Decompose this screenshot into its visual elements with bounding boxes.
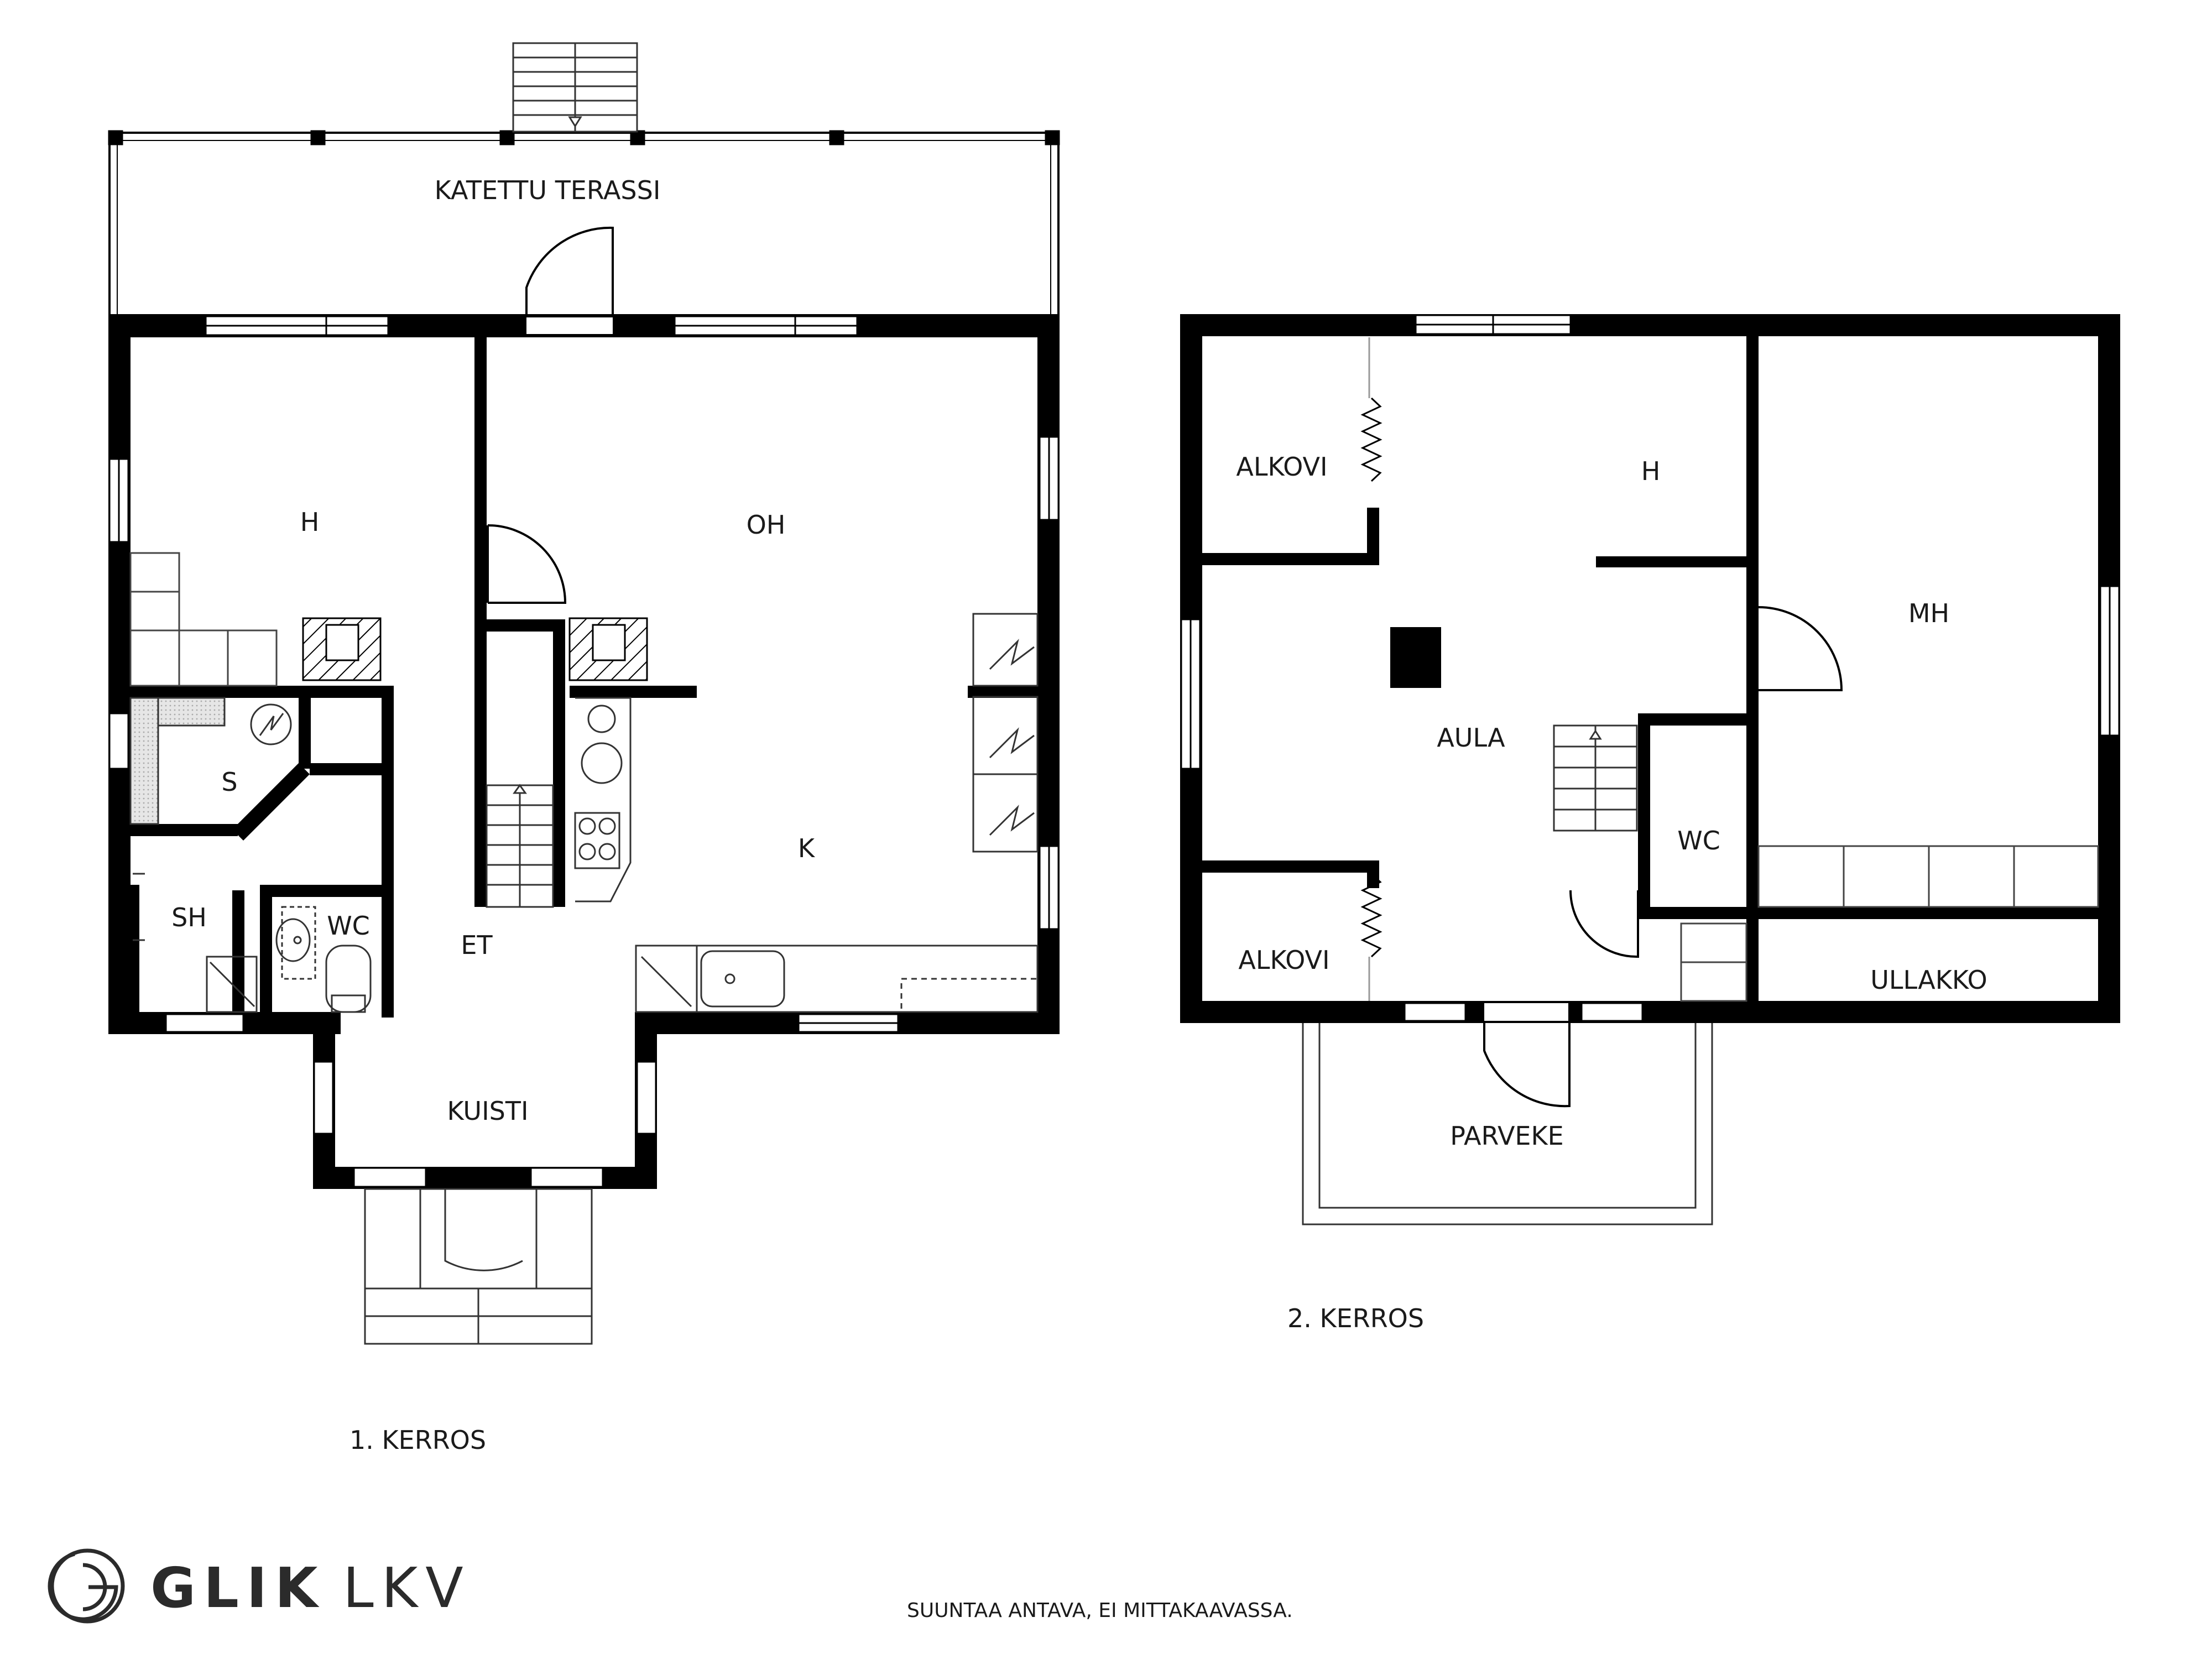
stairs-icon: [1553, 724, 1638, 832]
partition: [1360, 337, 1383, 1001]
floor-2-plan: ALKOVI H AULA MH WC ALKOVI ULLAKKO PARVE…: [1180, 314, 2120, 1333]
closet: [1680, 845, 2099, 1002]
room-label-lobby: AULA: [1437, 723, 1505, 753]
disclaimer-note: SUUNTAA ANTAVA, EI MITTAKAAVASSA.: [907, 1599, 1293, 1622]
closet: [129, 552, 278, 687]
brand-name-light: LKV: [343, 1556, 471, 1620]
brand-logo-icon: [48, 1548, 125, 1624]
brand-name-bold: GLIK: [150, 1556, 326, 1620]
floor-1-caption: 1. KERROS: [349, 1425, 486, 1455]
fireplace-icon: [302, 617, 648, 681]
room-label-alcove-bottom: ALKOVI: [1238, 945, 1329, 975]
stairs-icon: [486, 784, 554, 908]
sauna-area: [129, 697, 292, 825]
room-label-kitchen: K: [798, 833, 816, 863]
heater-icon: [972, 613, 1039, 853]
door-swing-icon: [1482, 606, 1843, 1108]
floor-2-caption: 2. KERROS: [1287, 1303, 1424, 1333]
floor-1-plan: KATETTU TERASSI H OH S SH WC ET K KUISTI…: [108, 42, 1060, 1455]
balcony-area: [1302, 1023, 1713, 1225]
room-label-terrace: KATETTU TERASSI: [435, 175, 661, 205]
stove-icon: [574, 697, 632, 902]
room-label-balcony: PARVEKE: [1450, 1121, 1563, 1151]
floor-1-walls: [108, 315, 1060, 1189]
door-swing-icon: [524, 226, 615, 336]
room-label-bathroom: SH: [171, 902, 207, 932]
terrace-area: [108, 130, 1060, 316]
room-label-hall: ET: [461, 930, 493, 960]
room-label-alcove-top: ALKOVI: [1236, 452, 1327, 482]
room-label-master: MH: [1908, 598, 1949, 628]
room-label-bedroom: H: [300, 507, 320, 537]
sink-icon: [635, 945, 1039, 1013]
room-label-wc: WC: [327, 911, 370, 941]
stairs-icon: [364, 1188, 593, 1345]
toilet-icon: [133, 873, 372, 1013]
room-label-attic: ULLAKKO: [1870, 965, 1987, 995]
window-icon: [108, 315, 1060, 1188]
door-swing-icon: [487, 524, 567, 604]
room-label-living: OH: [747, 510, 786, 540]
stairs-icon: [512, 42, 638, 133]
room-label-wc-2: WC: [1677, 826, 1720, 855]
room-label-sauna: S: [221, 767, 237, 797]
room-label-porch: KUISTI: [447, 1096, 528, 1126]
room-label-bedroom-2: H: [1641, 456, 1661, 486]
window-icon: [1180, 314, 2120, 1022]
floor-2-walls: [1180, 314, 2120, 1023]
